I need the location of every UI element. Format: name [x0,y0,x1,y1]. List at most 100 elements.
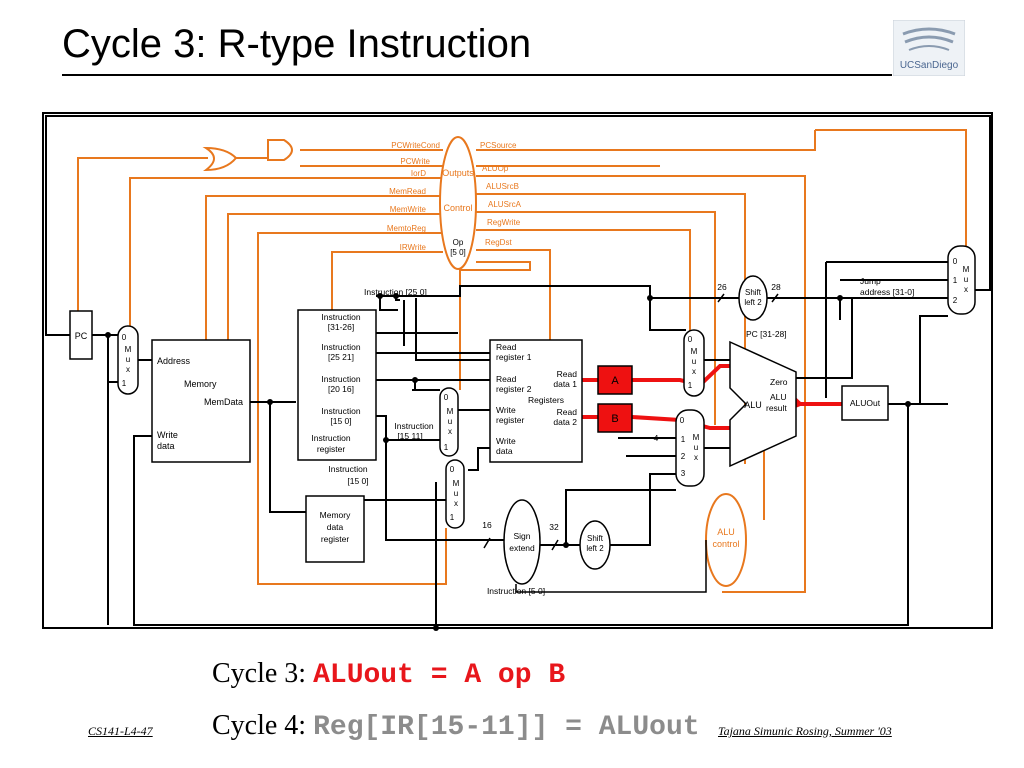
svg-text:0: 0 [688,335,693,344]
memory-memdata-label: MemData [204,397,243,407]
svg-text:x: x [964,285,968,294]
svg-text:M: M [125,345,132,354]
svg-text:M: M [691,347,698,356]
alu-zero-label: Zero [770,377,788,387]
svg-text:Read: Read [557,407,578,417]
sign-extend: Sign extend [503,499,541,585]
aluout-register: ALUOut [841,385,889,421]
svg-text:Read: Read [496,374,517,384]
cycle-3-code: ALUout = A op B [313,660,566,691]
svg-text:register: register [496,415,525,425]
svg-text:Shift: Shift [587,534,604,543]
svg-text:A: A [611,375,619,387]
svg-text:Shift: Shift [745,288,762,297]
instruction-25-0-label: Instruction [25 0] [364,287,427,297]
memory-address-label: Address [157,356,191,366]
svg-text:Write: Write [496,405,516,415]
svg-text:Instruction: Instruction [321,342,360,352]
svg-text:[25 21]: [25 21] [328,352,354,362]
svg-text:extend: extend [509,543,535,553]
iord-mux: 0 M u x 1 [117,325,139,395]
svg-text:1: 1 [450,513,455,522]
svg-text:Registers: Registers [528,395,564,405]
footer-course-id: CS141-L4-47 [88,724,153,738]
svg-text:Instruction: Instruction [311,433,350,443]
svg-text:4: 4 [654,433,659,443]
svg-text:Memory: Memory [320,510,351,520]
wire-junctions [105,293,911,631]
signal-aluop: ALUOp [482,164,509,173]
instruction-15-0-label-a: Instruction [328,464,367,474]
svg-text:x: x [454,499,458,508]
svg-text:16: 16 [482,520,492,530]
signal-iord: IorD [411,169,426,178]
shift-left-2-lower: Shift left 2 [579,520,611,570]
svg-text:M: M [693,433,700,442]
signal-pcwritecond: PCWriteCond [391,141,440,150]
svg-text:x: x [694,453,698,462]
svg-text:u: u [126,355,130,364]
svg-text:1: 1 [953,276,958,285]
svg-text:data: data [496,446,513,456]
svg-text:ALU: ALU [717,527,735,537]
alu-control-input [515,540,707,593]
signal-memtoreg: MemtoReg [387,224,426,233]
svg-text:[31-26]: [31-26] [328,322,354,332]
register-file: Read register 1 Read register 2 Write re… [489,339,583,463]
svg-text:u: u [454,489,458,498]
svg-text:u: u [448,417,452,426]
control-signal-labels: PCWriteCond PCWrite IorD MemRead MemWrit… [387,141,522,252]
svg-text:[20 16]: [20 16] [328,384,354,394]
alu-result-label-2: result [766,403,787,413]
svg-text:M: M [447,407,454,416]
diagram-frame [42,112,993,629]
svg-text:data 2: data 2 [553,417,577,427]
and-gate [267,139,293,161]
alu-label: ALU [744,400,762,410]
svg-text:0: 0 [122,333,127,342]
instruction-15-0-label-b: [15 0] [347,476,368,486]
svg-text:[15 0]: [15 0] [330,416,351,426]
svg-text:0: 0 [953,257,958,266]
signal-alusrcb: ALUSrcB [486,182,519,191]
control-label: Control [443,203,472,213]
svg-text:Instruction: Instruction [321,312,360,322]
svg-text:ALUOut: ALUOut [850,398,881,408]
signal-pcsource: PCSource [480,141,517,150]
or-gate [202,146,238,172]
svg-text:0: 0 [680,416,685,425]
alu: ALU Zero ALU result [729,340,797,468]
alu-control: ALU control [705,493,747,587]
svg-text:28: 28 [771,282,781,292]
memory-data-label: data [157,441,175,451]
pc-31-28-label: PC [31-28] [746,329,787,339]
logo-text: UCSanDiego [900,60,959,71]
svg-text:register: register [321,534,350,544]
bit-width-labels: 26 28 16 32 4 [482,282,781,532]
slide-title: Cycle 3: R-type Instruction [62,22,532,66]
svg-text:control: control [712,539,739,549]
title-rule [62,74,892,76]
svg-text:left 2: left 2 [586,544,604,553]
svg-text:26: 26 [717,282,727,292]
pcsource-mux: 0 1 2 M u x [947,245,976,315]
signal-pcwrite: PCWrite [400,157,430,166]
instruction-15-11-label-b: [15 11] [397,431,422,441]
register-b: B [597,403,633,433]
svg-text:M: M [453,479,460,488]
svg-text:register 2: register 2 [496,384,532,394]
svg-text:Sign: Sign [513,531,530,541]
svg-text:B: B [611,413,618,425]
control-op-label: Op [453,238,464,247]
svg-text:Instruction: Instruction [321,374,360,384]
svg-text:2: 2 [953,296,958,305]
pc-register: PC [69,310,93,360]
register-a: A [597,365,633,395]
cycle-3-label: Cycle 3: [212,658,314,689]
cycle-4-line: Cycle 4: Reg[IR[15-11]] = ALUout [212,710,700,743]
instruction-15-11-label-a: Instruction [394,421,433,431]
signal-regwrite: RegWrite [487,218,521,227]
svg-text:u: u [692,357,696,366]
control-wires [77,129,967,593]
